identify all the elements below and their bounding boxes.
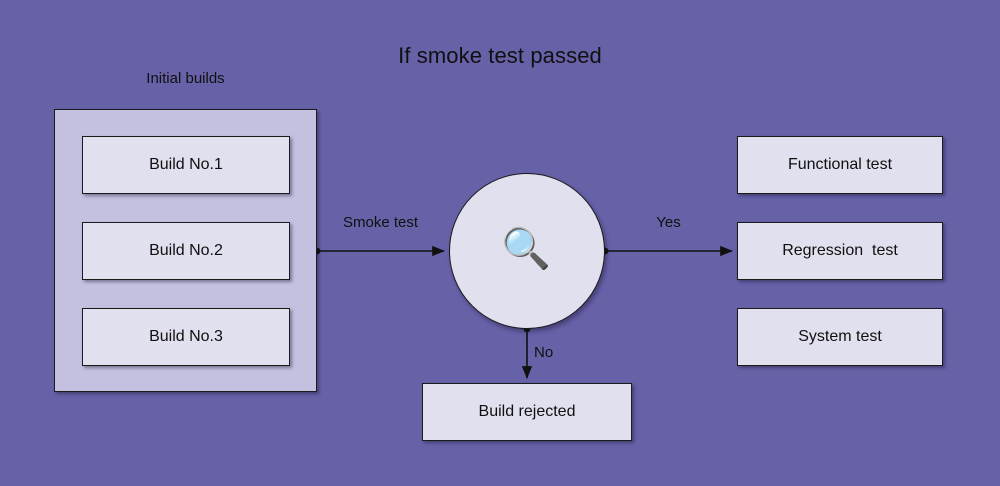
edge-label-smoke-test: Smoke test	[342, 214, 419, 231]
outcome-box-build-rejected[interactable]: Build rejected	[422, 383, 632, 441]
page-title: If smoke test passed	[398, 43, 602, 68]
build-box-2[interactable]: Build No.2	[82, 222, 290, 280]
build-box-1[interactable]: Build No.1	[82, 136, 290, 194]
edge-label-yes: Yes	[656, 214, 681, 231]
outcome-box-regression-test[interactable]: Regression test	[737, 222, 943, 280]
smoke-test-decision-node[interactable]: 🔍	[449, 173, 605, 329]
edge-label-no: No	[534, 344, 554, 361]
initial-builds-label: Initial builds	[146, 70, 225, 87]
magnifier-icon: 🔍	[501, 227, 551, 271]
outcome-box-functional-test[interactable]: Functional test	[737, 136, 943, 194]
build-box-3[interactable]: Build No.3	[82, 308, 290, 366]
outcome-box-system-test[interactable]: System test	[737, 308, 943, 366]
